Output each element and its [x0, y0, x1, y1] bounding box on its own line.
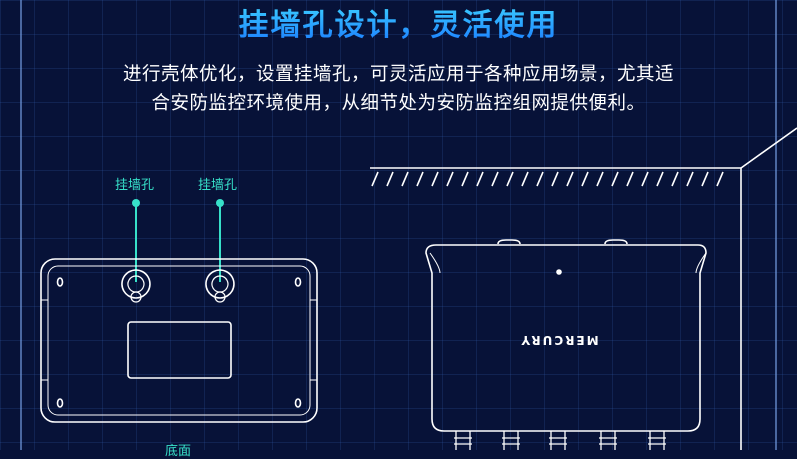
headline: 挂墙孔设计，灵活使用 — [0, 0, 797, 44]
callout-lines — [132, 199, 224, 282]
description-line-1: 进行壳体优化，设置挂墙孔，可灵活应用于各种应用场景，尤其适 — [122, 64, 674, 85]
description-line-2: 合安防监控环境使用，从细节处为安防监控组网提供便利。 — [151, 93, 646, 114]
wall-ceiling — [370, 127, 797, 450]
device-bottom-view — [40, 258, 318, 423]
right-border-line — [775, 0, 777, 450]
left-border-line — [20, 0, 22, 450]
device-connectors — [454, 431, 666, 450]
callout-label-right-hole: 挂墙孔 — [198, 178, 238, 193]
brand-logo: MERCURY — [519, 333, 598, 347]
device-mounted-view — [425, 239, 707, 450]
description: 进行壳体优化，设置挂墙孔，可灵活应用于各种应用场景，尤其适 合安防监控环境使用，… — [0, 60, 797, 118]
callout-label-left-hole: 挂墙孔 — [115, 178, 155, 193]
